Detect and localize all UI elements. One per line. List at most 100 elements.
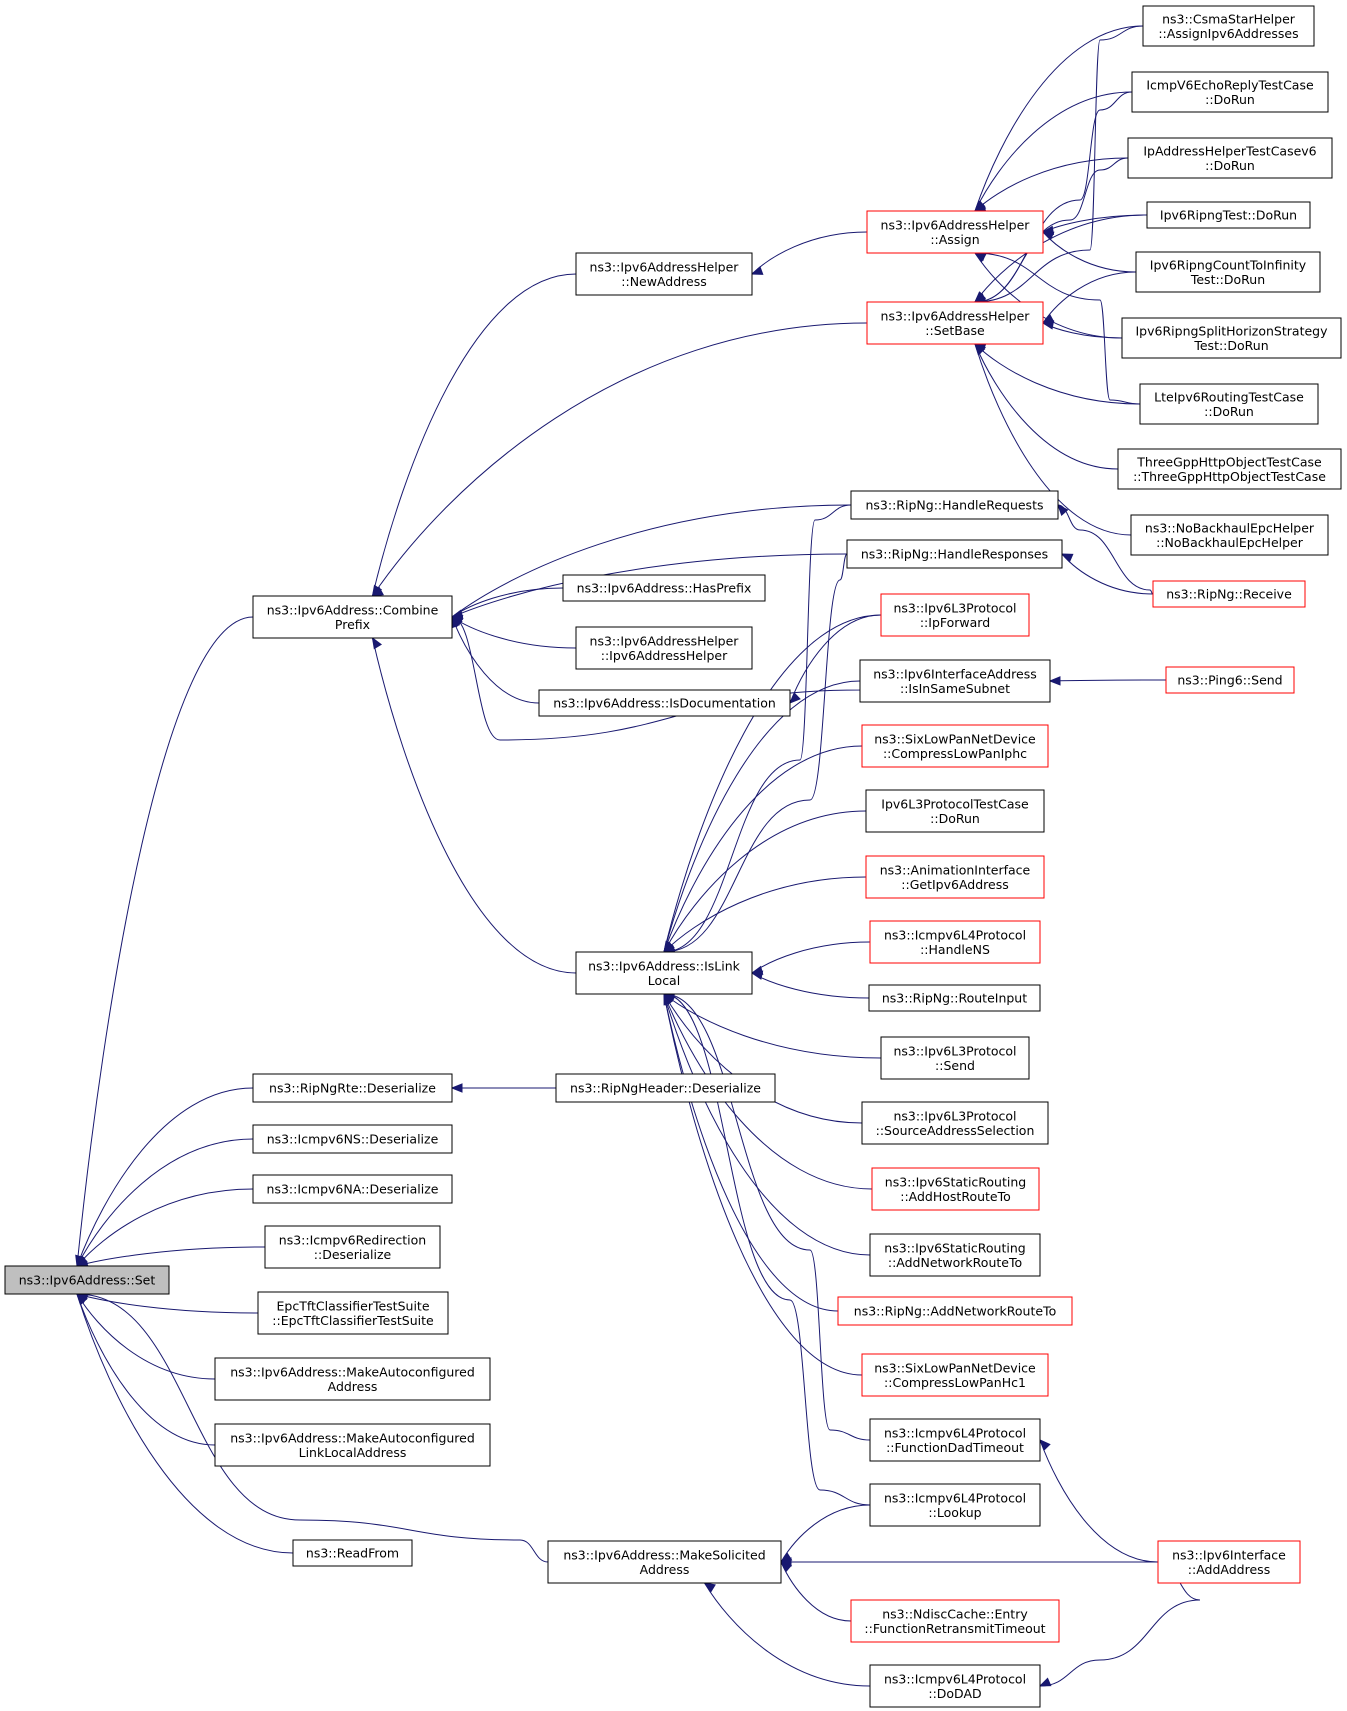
node-assign[interactable]: ns3::Ipv6AddressHelper::Assign [866, 210, 1044, 254]
node-layer: ns3::Ipv6Address::Set ns3::Ipv6Address::C… [4, 5, 1342, 1708]
edge-arrowhead [450, 1083, 463, 1093]
node-newaddr[interactable]: ns3::Ipv6AddressHelper::NewAddress [575, 252, 753, 296]
node-label: ::DoRun [1204, 404, 1254, 419]
node-lookup[interactable]: ns3::Icmpv6L4Protocol::Lookup [869, 1483, 1041, 1527]
edge-arrowhead [663, 992, 673, 1006]
node-label: Address [640, 1562, 690, 1577]
node-routeinput[interactable]: ns3::RipNg::RouteInput [868, 984, 1041, 1012]
node-ahelper[interactable]: ns3::Ipv6AddressHelper::Ipv6AddressHelpe… [575, 626, 753, 670]
edge-islink-lookup [663, 992, 871, 1506]
node-box [846, 539, 1063, 569]
node-receive[interactable]: ns3::RipNg::Receive [1152, 580, 1306, 608]
node-dadtimeout[interactable]: ns3::Icmpv6L4Protocol::FunctionDadTimeou… [869, 1418, 1041, 1462]
node-box [562, 574, 766, 602]
node-setbase[interactable]: ns3::Ipv6AddressHelper::SetBase [866, 301, 1044, 345]
node-label: ::ThreeGppHttpObjectTestCase [1133, 469, 1326, 484]
edge-combine-islink [371, 636, 577, 974]
node-icmpredir[interactable]: ns3::Icmpv6Redirection::Deserialize [264, 1225, 441, 1269]
node-label: ns3::Ipv6Address::IsLink [588, 958, 741, 973]
node-ndisc[interactable]: ns3::NdiscCache::Entry::FunctionRetransm… [850, 1599, 1060, 1643]
node-handleresp[interactable]: ns3::RipNg::HandleResponses [846, 539, 1063, 569]
node-box [214, 1423, 491, 1467]
edge-combine-isdoc [451, 616, 540, 704]
edge-set-solicited [76, 1293, 549, 1563]
node-label: ::Lookup [928, 1505, 981, 1520]
node-threegpp[interactable]: ThreeGppHttpObjectTestCase::ThreeGppHttp… [1117, 448, 1342, 490]
edge-combine-ahelper [450, 614, 577, 649]
node-label: Test::DoRun [1190, 272, 1265, 287]
node-box [1142, 5, 1315, 47]
node-addaddress[interactable]: ns3::Ipv6Interface::AddAddress [1157, 1540, 1301, 1584]
edge-islink-insamesub [663, 680, 861, 954]
node-icmpna[interactable]: ns3::Icmpv6NA::Deserialize [252, 1174, 453, 1204]
node-label: ns3::RipNg::Receive [1166, 587, 1292, 602]
node-set[interactable]: ns3::Ipv6Address::Set [4, 1265, 170, 1295]
node-compressiphc[interactable]: ns3::SixLowPanNetDevice::CompressLowPanI… [861, 724, 1049, 768]
edge-set-combine [75, 616, 254, 1268]
node-ping6[interactable]: ns3::Ping6::Send [1165, 666, 1295, 694]
node-label: ::AddNetworkRouteTo [888, 1255, 1022, 1270]
node-epctft[interactable]: EpcTftClassifierTestSuite::EpcTftClassif… [257, 1291, 449, 1335]
node-addhost[interactable]: ns3::Ipv6StaticRouting::AddHostRouteTo [871, 1167, 1040, 1211]
node-label: ::Ipv6AddressHelper [601, 648, 728, 663]
node-ripngheader[interactable]: ns3::RipNgHeader::Deserialize [555, 1073, 776, 1103]
edge-arrowhead [974, 342, 986, 356]
node-compresshc1[interactable]: ns3::SixLowPanNetDevice::CompressLowPanH… [861, 1353, 1049, 1397]
node-ripngtest[interactable]: Ipv6RipngTest::DoRun [1146, 201, 1311, 229]
edge-combine-hasprefix [450, 587, 564, 619]
node-addnet[interactable]: ns3::Ipv6StaticRouting::AddNetworkRouteT… [869, 1233, 1041, 1277]
node-anim[interactable]: ns3::AnimationInterface::GetIpv6Address [865, 855, 1045, 899]
node-nobackhaul[interactable]: ns3::NoBackhaulEpcHelper::NoBackhaulEpcH… [1130, 514, 1329, 556]
node-label: ns3::CsmaStarHelper [1162, 11, 1296, 26]
node-icmpns[interactable]: ns3::Icmpv6NS::Deserialize [252, 1124, 453, 1154]
node-label: ns3::Icmpv6L4Protocol [884, 927, 1026, 942]
node-readfrom[interactable]: ns3::ReadFrom [292, 1539, 413, 1567]
node-label: Ipv6L3ProtocolTestCase [881, 796, 1029, 811]
node-ipforward[interactable]: ns3::Ipv6L3Protocol::IpForward [880, 593, 1030, 637]
node-l3send[interactable]: ns3::Ipv6L3Protocol::Send [880, 1036, 1030, 1080]
edge-assign-countinf [1041, 231, 1137, 273]
node-label: ns3::RipNg::AddNetworkRouteTo [854, 1304, 1056, 1319]
edge-solicited-addaddress [779, 1557, 1158, 1567]
node-iphelper6[interactable]: IpAddressHelperTestCasev6::DoRun [1127, 137, 1333, 179]
node-makeautoll[interactable]: ns3::Ipv6Address::MakeAutoconfiguredLink… [214, 1423, 491, 1467]
edge-arrowhead [1048, 676, 1061, 686]
edge-islink-l3test [662, 810, 867, 953]
node-box [850, 490, 1059, 520]
node-box [869, 920, 1041, 964]
node-hasprefix[interactable]: ns3::Ipv6Address::HasPrefix [562, 574, 766, 602]
node-label: ns3::Icmpv6Redirection [279, 1232, 426, 1247]
node-makeauto[interactable]: ns3::Ipv6Address::MakeAutoconfiguredAddr… [214, 1357, 491, 1401]
node-dodad[interactable]: ns3::Icmpv6L4Protocol::DoDAD [869, 1664, 1041, 1708]
node-label: ::SourceAddressSelection [876, 1123, 1035, 1138]
node-isdoc[interactable]: ns3::Ipv6Address::IsDocumentation [538, 689, 791, 717]
node-ripngrte[interactable]: ns3::RipNgRte::Deserialize [252, 1073, 453, 1103]
node-box [1157, 1540, 1301, 1584]
node-box [1146, 201, 1311, 229]
node-box [538, 689, 791, 717]
edge-layer [75, 25, 1201, 1687]
node-label: ns3::NoBackhaulEpcHelper [1145, 520, 1315, 535]
node-handlereq[interactable]: ns3::RipNg::HandleRequests [850, 490, 1059, 520]
node-box [869, 1483, 1041, 1527]
node-csma[interactable]: ns3::CsmaStarHelper::AssignIpv6Addresses [1142, 5, 1315, 47]
node-label: ns3::SixLowPanNetDevice [874, 1360, 1036, 1375]
node-label: ns3::RipNg::HandleRequests [866, 498, 1044, 513]
node-box [292, 1539, 413, 1567]
node-ripaddnet[interactable]: ns3::RipNg::AddNetworkRouteTo [837, 1296, 1073, 1326]
node-l3test[interactable]: Ipv6L3ProtocolTestCase::DoRun [865, 789, 1045, 833]
node-label: ::FunctionRetransmitTimeout [864, 1621, 1045, 1636]
node-handlens[interactable]: ns3::Icmpv6L4Protocol::HandleNS [869, 920, 1041, 964]
edge-arrowhead [750, 265, 764, 275]
node-srcaddrsel[interactable]: ns3::Ipv6L3Protocol::SourceAddressSelect… [861, 1101, 1049, 1145]
edge-islink-handlereq [663, 504, 852, 954]
node-echo[interactable]: IcmpV6EchoReplyTestCase::DoRun [1131, 71, 1329, 113]
node-insamesub[interactable]: ns3::Ipv6InterfaceAddress::IsInSameSubne… [859, 659, 1051, 703]
node-lteipv6[interactable]: LteIpv6RoutingTestCase::DoRun [1139, 383, 1319, 425]
